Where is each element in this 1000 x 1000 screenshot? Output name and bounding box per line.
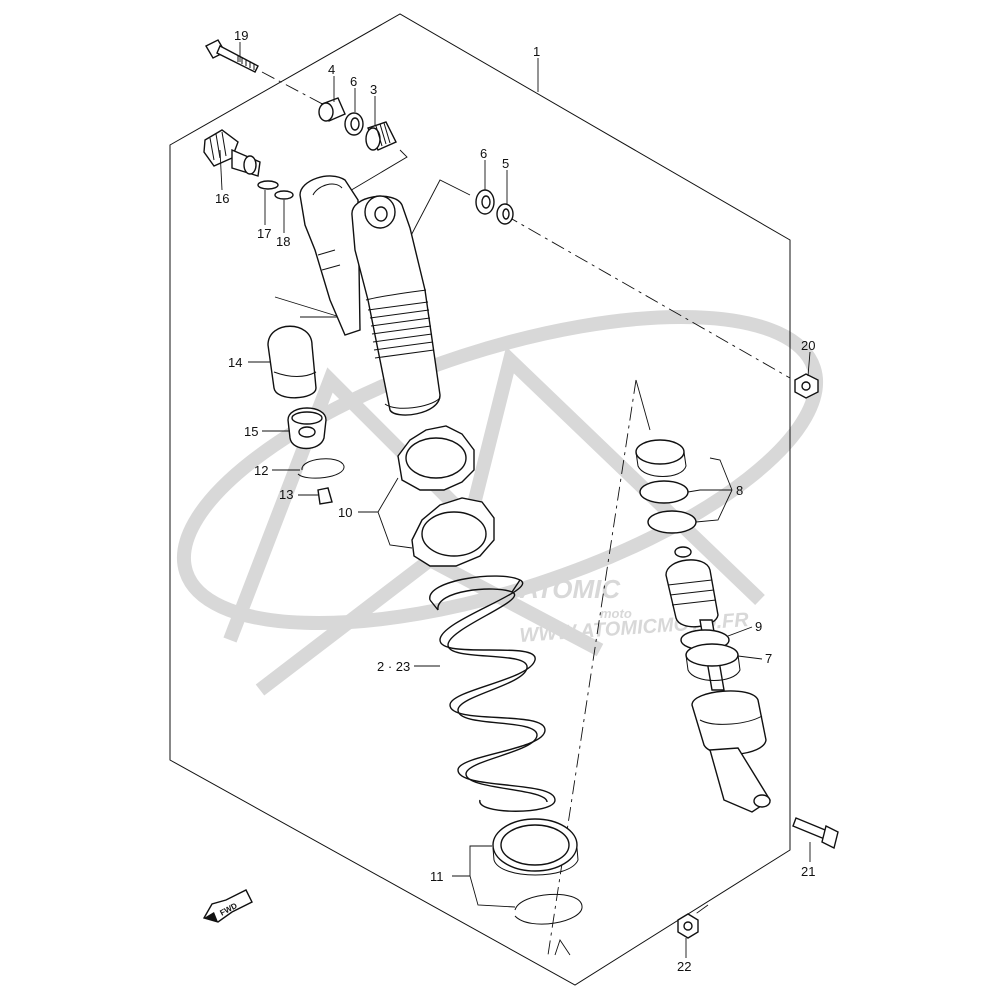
cap-15 xyxy=(287,407,327,450)
label-1: 1 xyxy=(533,44,540,59)
o-ring-18 xyxy=(274,190,294,200)
collar-7 xyxy=(685,643,741,681)
label-14: 14 xyxy=(228,355,242,370)
ring-8-low xyxy=(647,510,697,534)
bushing-4 xyxy=(318,97,346,122)
label-15: 15 xyxy=(244,424,258,439)
watermark-brand: ATOMIC xyxy=(519,574,621,604)
nut-22 xyxy=(677,913,699,939)
label-10: 10 xyxy=(338,505,352,520)
ring-8-mid xyxy=(639,480,689,504)
watermark-sub: moto xyxy=(600,606,632,621)
spring-seat-11 xyxy=(492,818,579,876)
seal-6-right xyxy=(475,189,495,215)
assembly-outline xyxy=(169,13,791,986)
center-lines xyxy=(261,71,791,956)
nut-20 xyxy=(794,373,819,399)
bushing-5 xyxy=(496,203,514,225)
label-20: 20 xyxy=(801,338,815,353)
label-17: 17 xyxy=(257,226,271,241)
label-4: 4 xyxy=(328,62,335,77)
label-12: 12 xyxy=(254,463,268,478)
label-3: 3 xyxy=(370,82,377,97)
bolt-19 xyxy=(205,39,259,73)
clip-11 xyxy=(514,893,583,925)
label-7: 7 xyxy=(765,651,772,666)
label-18: 18 xyxy=(276,234,290,249)
ring-8-top xyxy=(635,439,687,477)
damper-body xyxy=(351,195,441,416)
label-8: 8 xyxy=(736,483,743,498)
circlip-12 xyxy=(297,458,345,479)
lower-clevis xyxy=(691,690,771,813)
label-13: 13 xyxy=(279,487,293,502)
label-9: 9 xyxy=(755,619,762,634)
nut-13 xyxy=(317,487,333,505)
bearing-3 xyxy=(365,121,397,151)
reservoir xyxy=(299,175,361,336)
label-19: 19 xyxy=(234,28,248,43)
label-2-23: 2 · 23 xyxy=(377,659,410,674)
label-6-upper: 6 xyxy=(350,74,357,89)
spring-2-23 xyxy=(429,575,556,812)
adjuster-16 xyxy=(203,129,261,177)
label-6-right: 6 xyxy=(480,146,487,161)
part-labels: 19 4 6 3 1 6 5 16 17 18 20 14 15 12 13 1… xyxy=(215,28,815,974)
label-21: 21 xyxy=(801,864,815,879)
fwd-arrow: FWD xyxy=(202,889,253,923)
lock-nut-10-upper xyxy=(397,425,475,491)
label-5: 5 xyxy=(502,156,509,171)
label-11: 11 xyxy=(430,869,444,884)
seal-6-upper xyxy=(344,112,364,136)
label-leaders xyxy=(219,42,811,958)
label-22: 22 xyxy=(677,959,691,974)
lock-nut-10-lower xyxy=(411,497,495,567)
label-16: 16 xyxy=(215,191,229,206)
o-ring-17 xyxy=(257,180,279,190)
bump-rubber-14 xyxy=(267,325,317,399)
bolt-21 xyxy=(792,817,839,850)
